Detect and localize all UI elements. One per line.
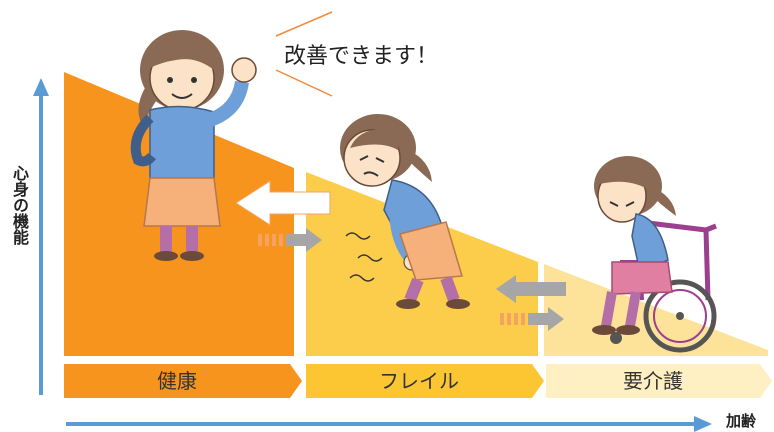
- callout-line-top: [275, 11, 333, 37]
- stage-band-healthy: [64, 364, 302, 398]
- y-axis-label: 心身の機能: [10, 165, 29, 245]
- improvement-callout: 改善できます！: [284, 44, 439, 69]
- decline-arrow-healthy-to-frail: [258, 228, 322, 252]
- stage-label-frail: フレイル: [379, 369, 459, 393]
- frail-woman-bent-knees-icon: [340, 114, 470, 309]
- y-axis-arrow: [33, 78, 49, 395]
- woman-in-wheelchair-icon: [592, 156, 717, 353]
- stage-band-care: [546, 364, 772, 398]
- x-axis-label: 加齢: [726, 412, 757, 430]
- callout-line-bottom: [275, 69, 333, 97]
- stage-label-care: 要介護: [623, 369, 683, 393]
- stage-label-healthy: 健康: [157, 369, 197, 393]
- improve-arrow-frail-to-healthy: [235, 180, 331, 226]
- stage-band-frail: [306, 364, 544, 398]
- decline-arrow-frail-to-care: [500, 307, 564, 331]
- improve-arrow-care-to-frail: [496, 275, 566, 303]
- x-axis-arrow: [66, 416, 712, 432]
- healthy-woman-waving-icon: [130, 30, 257, 261]
